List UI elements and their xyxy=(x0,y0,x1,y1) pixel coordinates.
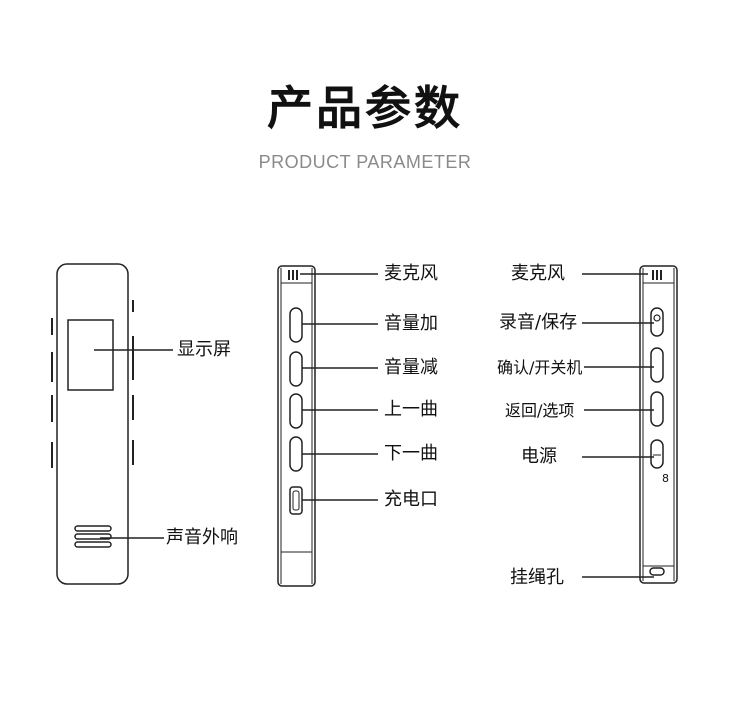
label-lanyard-hole: 挂绳孔 xyxy=(510,567,564,588)
next-track-button xyxy=(289,436,303,472)
volume-down-button xyxy=(289,351,303,387)
prev-track-button xyxy=(289,393,303,429)
front-body xyxy=(56,263,129,585)
speaker-grille xyxy=(74,525,112,548)
display-screen xyxy=(67,319,114,391)
label-next-track: 下一曲 xyxy=(384,443,438,464)
right-side-device xyxy=(639,265,678,584)
page-title: 产品参数 xyxy=(267,81,463,135)
right-side-body xyxy=(639,265,678,584)
label-left-mic: 麦克风 xyxy=(384,263,438,284)
right-mic-holes xyxy=(652,270,662,280)
lanyard-hole xyxy=(649,567,665,576)
confirm-power-button xyxy=(650,347,664,383)
label-back-options: 返回/选项 xyxy=(505,401,575,420)
label-display: 显示屏 xyxy=(177,339,231,360)
volume-up-button xyxy=(289,307,303,343)
left-side-device xyxy=(277,265,316,587)
front-view-device xyxy=(51,263,134,585)
label-prev-track: 上一曲 xyxy=(384,399,438,420)
record-save-button xyxy=(650,307,664,337)
page-subtitle: PRODUCT PARAMETER xyxy=(258,152,472,172)
switch-mark: 8 xyxy=(662,472,669,485)
label-power: 电源 xyxy=(521,446,557,467)
label-confirm-power: 确认/开关机 xyxy=(497,358,583,377)
label-speaker: 声音外响 xyxy=(166,527,238,548)
label-right-mic: 麦克风 xyxy=(511,263,565,284)
label-charge-port: 充电口 xyxy=(384,489,438,510)
label-record-save: 录音/保存 xyxy=(499,312,578,333)
left-mic-holes xyxy=(288,270,298,280)
back-options-button xyxy=(650,391,664,427)
label-volume-up: 音量加 xyxy=(384,313,438,334)
label-volume-down: 音量减 xyxy=(384,357,438,378)
left-side-body xyxy=(277,265,316,587)
power-switch xyxy=(650,439,664,469)
